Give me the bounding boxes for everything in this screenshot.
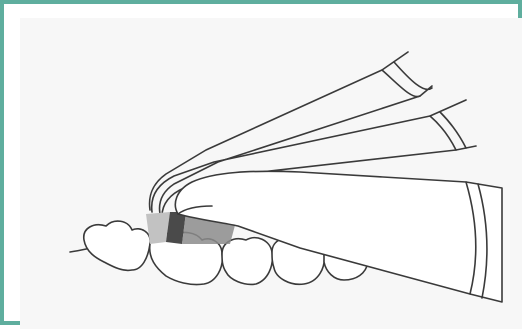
tooth-3 <box>222 238 272 285</box>
tooth-1 <box>84 221 150 270</box>
